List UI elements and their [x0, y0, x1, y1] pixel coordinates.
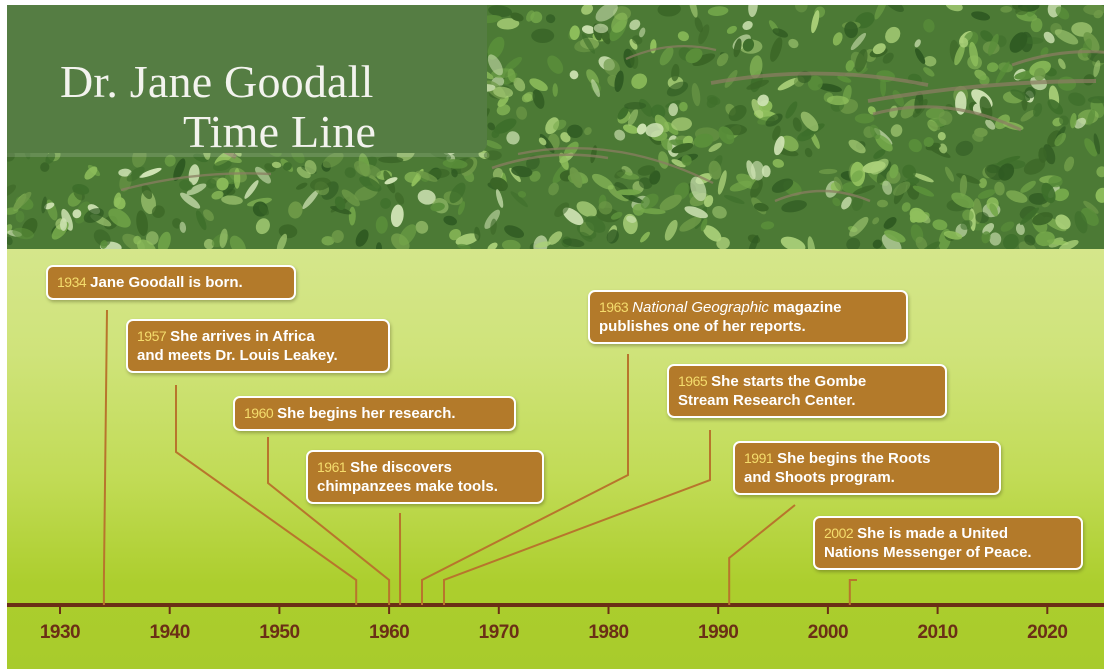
event-year: 2002 — [824, 525, 854, 541]
event-connector-1991 — [728, 504, 796, 605]
event-text: and Shoots program. — [744, 469, 895, 486]
event-text: She begins the Roots — [777, 450, 931, 467]
event-text: and meets Dr. Louis Leakey. — [137, 347, 338, 364]
event-year: 1991 — [744, 450, 774, 466]
event-year: 1934 — [57, 274, 87, 290]
event-connector-2002 — [848, 579, 857, 605]
event-publication: National Geographic — [632, 299, 769, 316]
tick-label: 1960 — [368, 622, 410, 643]
tick-label: 1970 — [478, 622, 520, 643]
event-text: She arrives in Africa — [170, 328, 315, 345]
tick-label: 2020 — [1027, 622, 1068, 643]
event-year: 1961 — [317, 459, 347, 475]
event-year: 1965 — [678, 373, 708, 389]
tick-label: 2010 — [917, 622, 958, 643]
event-connector-1965 — [443, 430, 711, 605]
event-connector-1963 — [421, 354, 629, 605]
event-connector-1957 — [175, 385, 358, 605]
event-text: chimpanzees make tools. — [317, 478, 498, 495]
event-text: She discovers — [350, 459, 452, 476]
tick-label: 2000 — [807, 622, 849, 643]
page-subtitle: Time Line — [183, 106, 377, 157]
header-banner: Dr. Jane Goodall Time Line — [7, 5, 1104, 249]
tick-label: 1990 — [698, 622, 739, 643]
event-text: Stream Research Center. — [678, 392, 856, 409]
event-text: Jane Goodall is born. — [90, 274, 243, 291]
event-text: magazine — [773, 299, 842, 316]
event-text: Nations Messenger of Peace. — [824, 544, 1032, 561]
page-title: Dr. Jane Goodall — [60, 56, 374, 107]
tick-label: 1980 — [588, 622, 629, 643]
event-text: She starts the Gombe — [711, 373, 867, 390]
event-connector-1960 — [267, 437, 391, 605]
tick-label: 1950 — [259, 622, 300, 643]
title-panel: Dr. Jane Goodall Time Line — [7, 5, 487, 157]
event-year: 1960 — [244, 405, 274, 421]
tick-label: 1940 — [149, 622, 191, 643]
event-text: publishes one of her reports. — [599, 318, 806, 335]
event-text: She begins her research. — [277, 405, 456, 422]
tick-label: 1930 — [39, 622, 81, 643]
event-text: She is made a United — [857, 525, 1009, 542]
event-connector-1934 — [102, 309, 108, 605]
event-year: 1963 — [599, 299, 629, 315]
event-year: 1957 — [137, 328, 167, 344]
